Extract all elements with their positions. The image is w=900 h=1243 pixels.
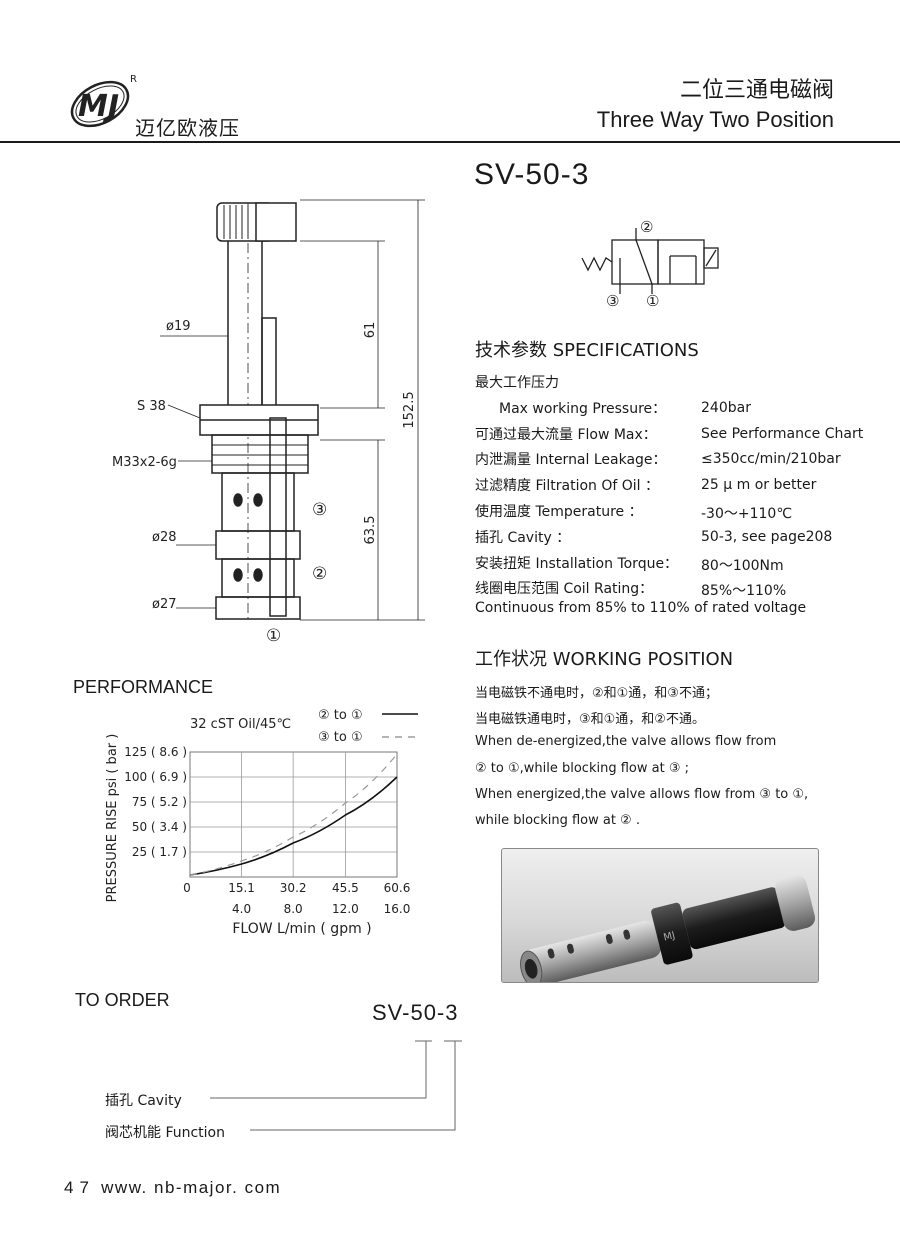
dim-dia19: ø19 xyxy=(166,319,191,334)
dim-dia28: ø28 xyxy=(152,530,177,545)
spec-row: 使用温度 Temperature ： -30～+110℃ xyxy=(475,501,875,527)
photo-brand-mark: MJ xyxy=(662,930,676,943)
page-footer: 47 www. nb-major. com xyxy=(64,1178,281,1198)
order-leader-lines xyxy=(210,1040,462,1131)
spec-value: 80～100Nm xyxy=(701,557,784,574)
dim-thread: M33x2-6g xyxy=(112,455,177,470)
spec-label: 插孔 Cavity ： xyxy=(475,529,571,546)
spec-row: 安装扭矩 Installation Torque： 80～100Nm xyxy=(475,553,875,579)
website-url: www. nb-major. com xyxy=(101,1178,282,1197)
working-title: 工作状况 WORKING POSITION xyxy=(475,649,734,670)
spec-row: Max working Pressure： 240bar xyxy=(475,398,875,424)
working-line: When de-energized,the valve allows flow … xyxy=(475,734,777,750)
working-line: ② to ①,while blocking flow at ③ ; xyxy=(475,760,689,776)
spec-label: 最大工作压力 xyxy=(475,375,559,391)
company-name: 迈亿欧液压 xyxy=(135,116,240,140)
spec-label: 安装扭矩 Installation Torque： xyxy=(475,555,679,572)
port-2-label: ② xyxy=(312,564,327,584)
logo-registered: R xyxy=(130,74,137,85)
port-3-label: ③ xyxy=(312,500,327,520)
order-function-label: 阀芯机能 Function xyxy=(105,1125,225,1141)
spec-value: 85%～110% xyxy=(701,583,787,600)
product-title-cn: 二位三通电磁阀 xyxy=(679,78,834,103)
port-1-label: ① xyxy=(266,626,281,646)
x-tick-label: 60.6 xyxy=(384,881,411,895)
x-tick-label: 15.1 xyxy=(228,881,255,895)
chart-xlabel: FLOW L/min ( gpm ) xyxy=(232,921,371,937)
hydraulic-symbol: ② ③ ① xyxy=(581,218,719,310)
symbol-port-2: ② xyxy=(640,218,653,236)
x-tick-label-gpm: 4.0 xyxy=(232,902,251,916)
working-line: When energized,the valve allows flow fro… xyxy=(475,786,809,802)
brand-logo-mark: MJ R xyxy=(70,74,137,128)
dim-63: 63.5 xyxy=(363,516,378,545)
dim-hex: S 38 xyxy=(137,399,166,414)
spec-row: 可通过最大流量 Flow Max： See Performance Chart xyxy=(475,424,875,450)
symbol-port-1: ① xyxy=(646,292,659,310)
header-rule xyxy=(0,141,900,143)
spec-value: ≤350cc/min/210bar xyxy=(701,451,841,468)
series-line-3-to-1 xyxy=(189,753,398,876)
spec-value: See Performance Chart xyxy=(701,425,864,442)
x-tick-label-gpm: 8.0 xyxy=(284,902,303,916)
spec-label: 可通过最大流量 Flow Max： xyxy=(475,426,657,443)
y-tick-label: 75 ( 5.2 ) xyxy=(132,795,187,809)
legend-label-solid: ② to ① xyxy=(318,708,363,723)
working-text: 当电磁铁不通电时，②和①通，和③不通； 当电磁铁通电时，③和①通，和②不通。 Whe… xyxy=(475,682,875,839)
symbol-port-3: ③ xyxy=(606,292,619,310)
spec-label: 线圈电压范围 Coil Rating： xyxy=(475,581,654,598)
working-line: 当电磁铁通电时，③和①通，和②不通。 xyxy=(475,712,705,728)
x-tick-label: 0 xyxy=(183,881,191,895)
spec-value: -30～+110℃ xyxy=(701,505,793,522)
working-line: while blocking flow at ② . xyxy=(475,812,640,828)
dim-dia27: ø27 xyxy=(152,597,177,612)
valve-photo-illustration: MJ xyxy=(520,875,816,982)
order-cavity-label: 插孔 Cavity xyxy=(105,1093,182,1109)
logo-letters: MJ xyxy=(78,89,119,124)
y-tick-label: 25 ( 1.7 ) xyxy=(132,845,187,859)
specs-title: 技术参数 SPECIFICATIONS xyxy=(475,340,699,361)
spec-label: 使用温度 Temperature ： xyxy=(475,503,643,520)
chart-grid xyxy=(189,751,398,878)
y-tick-label: 125 ( 8.6 ) xyxy=(124,745,187,759)
specs-table: 最大工作压力 Max working Pressure： 240bar 可通过最大流量… xyxy=(475,372,875,604)
chart-ticks: 0 15.1 4.0 30.2 8.0 45.5 12.0 60.6 16.0 25 ( 1.7 … xyxy=(124,745,410,916)
y-tick-label: 100 ( 6.9 ) xyxy=(124,770,187,784)
valve-drawing: ø19 S 38 M33x2-6g ø28 ø27 61 152.5 63.5 … xyxy=(112,199,425,646)
chart-ylabel: PRESSURE RISE psi ( bar ) xyxy=(105,734,120,903)
x-tick-label-gpm: 12.0 xyxy=(332,902,359,916)
working-line: 当电磁铁不通电时，②和①通，和③不通； xyxy=(475,686,718,701)
order-code: SV-50-3 xyxy=(372,1000,459,1025)
order-title: TO ORDER xyxy=(75,990,170,1010)
dim-152: 152.5 xyxy=(402,391,417,428)
model-number: SV-50-3 xyxy=(474,158,590,191)
spec-row: 过滤精度 Filtration Of Oil ： 25 μ m or better xyxy=(475,475,875,501)
page-number: 47 xyxy=(64,1178,95,1197)
dim-61: 61 xyxy=(363,322,378,339)
chart-series xyxy=(189,753,398,876)
product-title-en: Three Way Two Position xyxy=(596,107,834,132)
series-line-2-to-1 xyxy=(189,776,398,876)
spec-value: 25 μ m or better xyxy=(701,477,817,494)
spec-row: 最大工作压力 xyxy=(475,372,875,398)
performance-title: PERFORMANCE xyxy=(73,677,214,697)
spec-row: 线圈电压范围 Coil Rating： 85%～110% xyxy=(475,578,875,604)
spec-value: 240bar xyxy=(701,399,751,416)
spec-value: 50-3, see page208 xyxy=(701,528,833,545)
x-tick-label: 45.5 xyxy=(332,881,359,895)
y-tick-label: 50 ( 3.4 ) xyxy=(132,820,187,834)
product-photo: MJ xyxy=(501,848,819,983)
spec-row: 内泄漏量 Internal Leakage： ≤350cc/min/210bar xyxy=(475,449,875,475)
specs-note: Continuous from 85% to 110% of rated vol… xyxy=(475,600,807,616)
legend-label-dashed: ③ to ① xyxy=(318,730,363,745)
x-tick-label: 30.2 xyxy=(280,881,307,895)
chart-annotation: 32 cST Oil/45℃ xyxy=(190,717,291,732)
x-tick-label-gpm: 16.0 xyxy=(384,902,411,916)
spec-label: 过滤精度 Filtration Of Oil ： xyxy=(475,478,660,495)
spec-label: Max working Pressure： xyxy=(499,400,667,417)
performance-chart: 0 15.1 4.0 30.2 8.0 45.5 12.0 60.6 16.0 25 ( 1.7 … xyxy=(105,708,418,937)
spec-label: 内泄漏量 Internal Leakage： xyxy=(475,452,667,469)
spec-row: 插孔 Cavity ： 50-3, see page208 xyxy=(475,527,875,553)
